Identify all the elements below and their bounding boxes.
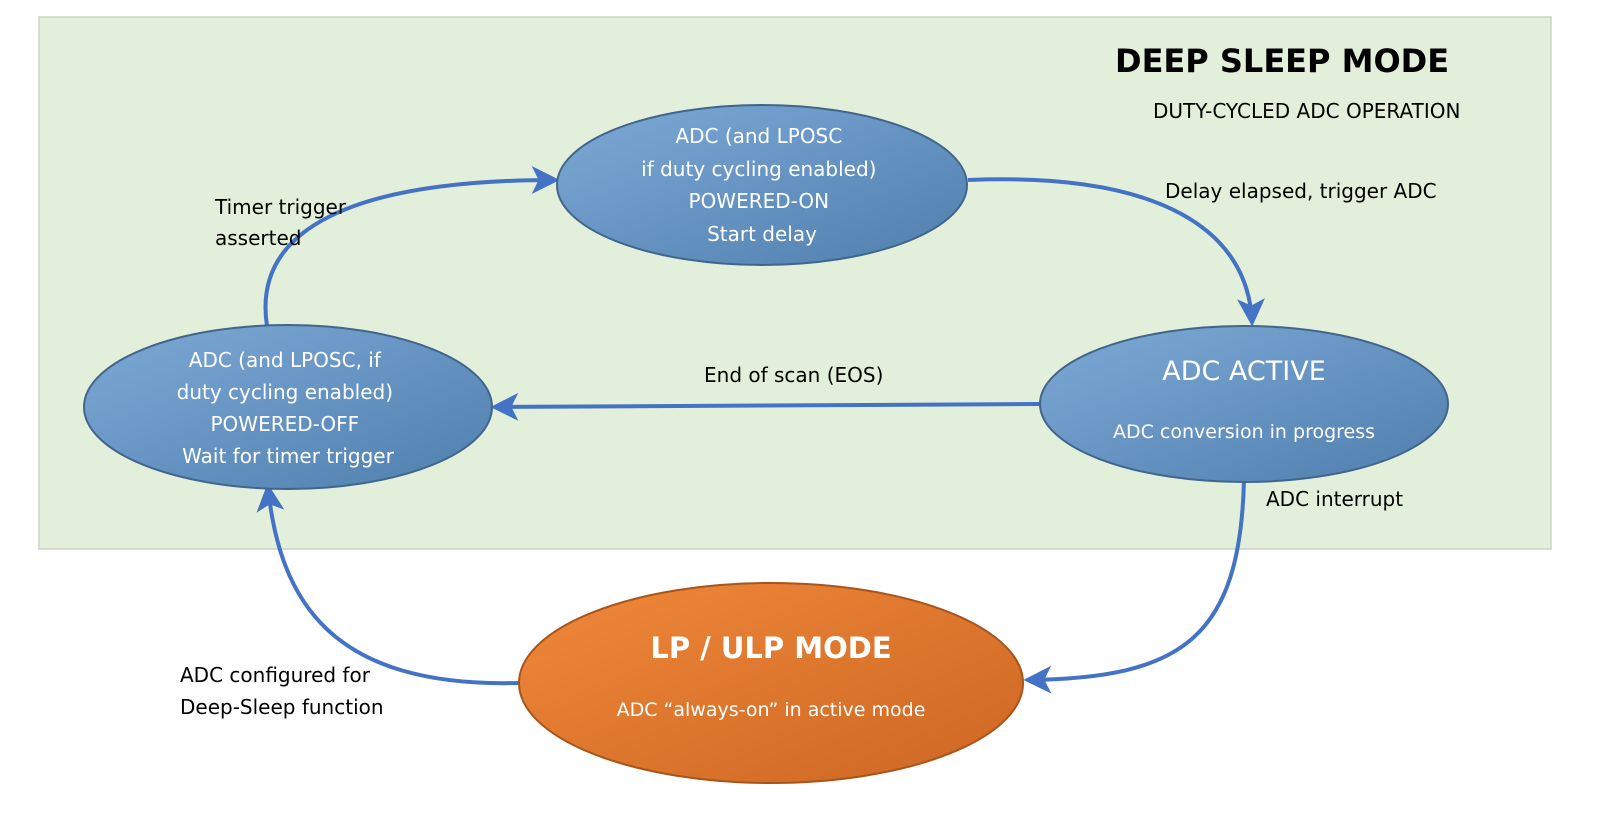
state-powered-on-line-2: if duty cycling enabled) [641,157,876,181]
state-adc-active-subtitle: ADC conversion in progress [1113,421,1375,443]
state-adc-active-title: ADC ACTIVE [1162,356,1326,387]
state-adc-active-shape [1039,325,1449,483]
state-powered-off-text: ADC (and LPOSC, if duty cycling enabled)… [177,348,400,468]
state-powered-on-line-4: Start delay [707,222,817,246]
label-adc-configured-line-1: ADC configured for [180,663,371,687]
arrow-adc-interrupt [1023,479,1246,694]
state-lp-ulp-title: LP / ULP MODE [650,631,891,665]
state-powered-on-text: ADC (and LPOSC if duty cycling enabled) … [641,124,883,246]
label-adc-interrupt: ADC interrupt [1266,487,1403,511]
label-adc-configured-line-2: Deep-Sleep function [180,695,384,719]
state-powered-on-line-3: POWERED-ON [689,189,830,213]
state-lp-ulp: LP / ULP MODE ADC “always-on” in active … [518,582,1024,784]
state-powered-off-shape [83,324,493,490]
label-adc-configured: ADC configured for Deep-Sleep function [180,663,384,719]
state-powered-off-line-4: Wait for timer trigger [182,444,394,468]
arrow-delay-elapsed [967,177,1265,327]
arrow-adc-configured [256,483,520,686]
state-powered-off-line-2: duty cycling enabled) [177,380,393,404]
state-lp-ulp-subtitle: ADC “always-on” in active mode [617,699,926,721]
label-end-of-scan: End of scan (EOS) [704,363,883,387]
state-adc-active: ADC ACTIVE ADC conversion in progress [1039,325,1449,483]
region-title: DEEP SLEEP MODE [1115,42,1449,80]
state-powered-off-line-1: ADC (and LPOSC, if [189,348,382,372]
state-lp-ulp-shape [518,582,1024,784]
arrow-timer-trigger [263,166,560,327]
state-powered-on: ADC (and LPOSC if duty cycling enabled) … [556,104,968,266]
label-timer-trigger: Timer trigger asserted [214,195,352,250]
label-timer-trigger-line-2: asserted [215,226,301,250]
label-timer-trigger-line-1: Timer trigger [214,195,347,219]
state-powered-on-line-1: ADC (and LPOSC [675,124,842,148]
arrow-end-of-scan [490,392,1041,421]
state-powered-on-shape [556,104,968,266]
state-powered-off-line-3: POWERED-OFF [210,412,359,436]
state-powered-off: ADC (and LPOSC, if duty cycling enabled)… [83,324,493,490]
label-delay-elapsed: Delay elapsed, trigger ADC [1165,179,1437,203]
region-subtitle: DUTY-CYCLED ADC OPERATION [1153,99,1460,123]
